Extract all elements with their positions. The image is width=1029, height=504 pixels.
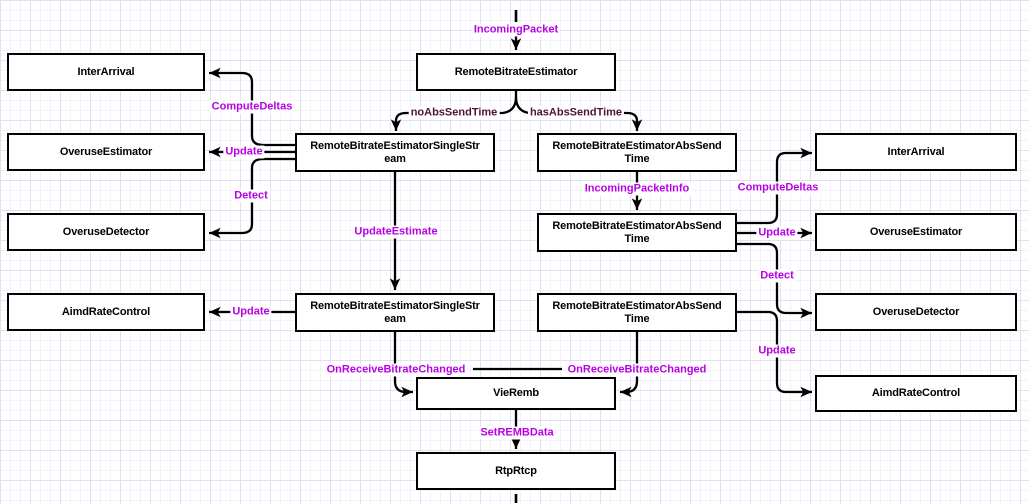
box-label: RemoteBitrateEstimatorAbsSend — [552, 299, 722, 312]
box-aimd-rate-control-right[interactable]: AimdRateControl — [815, 375, 1017, 412]
box-label: OveruseDetector — [62, 225, 150, 238]
edge-label-no-abs-send-time[interactable]: noAbsSendTime — [408, 106, 500, 120]
edge-label-set-remb-data[interactable]: SetREMBData — [478, 426, 556, 440]
box-overuse-estimator-right[interactable]: OveruseEstimator — [815, 213, 1017, 251]
edge-label-update-right-1[interactable]: Update — [756, 226, 798, 240]
box-overuse-detector-left[interactable]: OveruseDetector — [7, 213, 205, 251]
edge-label-on-receive-bitrate-changed-left[interactable]: OnReceiveBitrateChanged — [324, 363, 468, 377]
edge-label-detect-left[interactable]: Detect — [232, 189, 270, 203]
box-vie-remb[interactable]: VieRemb — [416, 377, 616, 410]
box-label: AimdRateControl — [871, 387, 961, 399]
edge-on-receive-bitrate-changed-left[interactable] — [393, 332, 413, 398]
edge-label-on-receive-bitrate-changed-right[interactable]: OnReceiveBitrateChanged — [565, 363, 709, 377]
box-remote-bitrate-estimator[interactable]: RemoteBitrateEstimator — [416, 53, 616, 91]
edge-has-abs-send-time[interactable] — [514, 96, 643, 131]
box-label: OveruseEstimator — [59, 145, 153, 158]
edge-label-update-right-2[interactable]: Update — [756, 344, 798, 358]
box-label: Time — [624, 152, 650, 165]
box-label: Time — [624, 312, 650, 325]
box-label: AimdRateControl — [61, 305, 151, 318]
box-label: VieRemb — [493, 387, 539, 399]
edge-label-update-left-1[interactable]: Update — [223, 145, 265, 159]
box-rbe-single-stream-2[interactable]: RemoteBitrateEstimatorSingleStr eam — [295, 293, 495, 332]
edge-label-compute-deltas-right[interactable]: ComputeDeltas — [735, 181, 821, 195]
box-rbe-single-stream-1[interactable]: RemoteBitrateEstimatorSingleStr eam — [295, 133, 495, 172]
edge-on-receive-bitrate-changed-right[interactable] — [620, 332, 639, 398]
box-inter-arrival-right[interactable]: InterArrival — [815, 133, 1017, 171]
box-rtp-rtcp[interactable]: RtpRtcp — [416, 452, 616, 490]
edge-label-has-abs-send-time[interactable]: hasAbsSendTime — [527, 106, 625, 120]
box-label: RemoteBitrateEstimatorSingleStr — [310, 299, 480, 312]
box-label: InterArrival — [77, 65, 135, 78]
box-rbe-abs-send-time-3[interactable]: RemoteBitrateEstimatorAbsSend Time — [537, 293, 737, 332]
box-label: RemoteBitrateEstimatorSingleStr — [310, 139, 480, 152]
edge-label-incoming-packet-info[interactable]: IncomingPacketInfo — [582, 182, 692, 196]
edge-label-update-left-2[interactable]: Update — [230, 305, 272, 319]
box-overuse-detector-right[interactable]: OveruseDetector — [815, 293, 1017, 331]
edge-label-update-estimate[interactable]: UpdateEstimate — [352, 225, 440, 239]
box-inter-arrival-left[interactable]: InterArrival — [7, 53, 205, 91]
edge-label-incoming-packet[interactable]: IncomingPacket — [471, 23, 561, 37]
box-rbe-abs-send-time-2[interactable]: RemoteBitrateEstimatorAbsSend Time — [537, 213, 737, 252]
box-label: RtpRtcp — [495, 464, 537, 477]
box-label: RemoteBitrateEstimatorAbsSend — [552, 219, 722, 232]
box-label: OveruseEstimator — [869, 225, 963, 238]
box-label: InterArrival — [887, 145, 945, 158]
box-label: eam — [384, 312, 406, 325]
box-aimd-rate-control-left[interactable]: AimdRateControl — [7, 293, 205, 331]
edge-label-detect-right[interactable]: Detect — [758, 269, 796, 283]
box-label: RemoteBitrateEstimatorAbsSend — [552, 139, 722, 152]
box-label: eam — [384, 152, 406, 165]
box-rbe-abs-send-time-1[interactable]: RemoteBitrateEstimatorAbsSend Time — [537, 133, 737, 172]
box-label: OveruseDetector — [872, 305, 960, 318]
edge-label-compute-deltas-left[interactable]: ComputeDeltas — [209, 100, 295, 114]
box-label: Time — [624, 232, 650, 245]
box-label: RemoteBitrateEstimator — [454, 65, 578, 78]
box-overuse-estimator-left[interactable]: OveruseEstimator — [7, 133, 205, 171]
